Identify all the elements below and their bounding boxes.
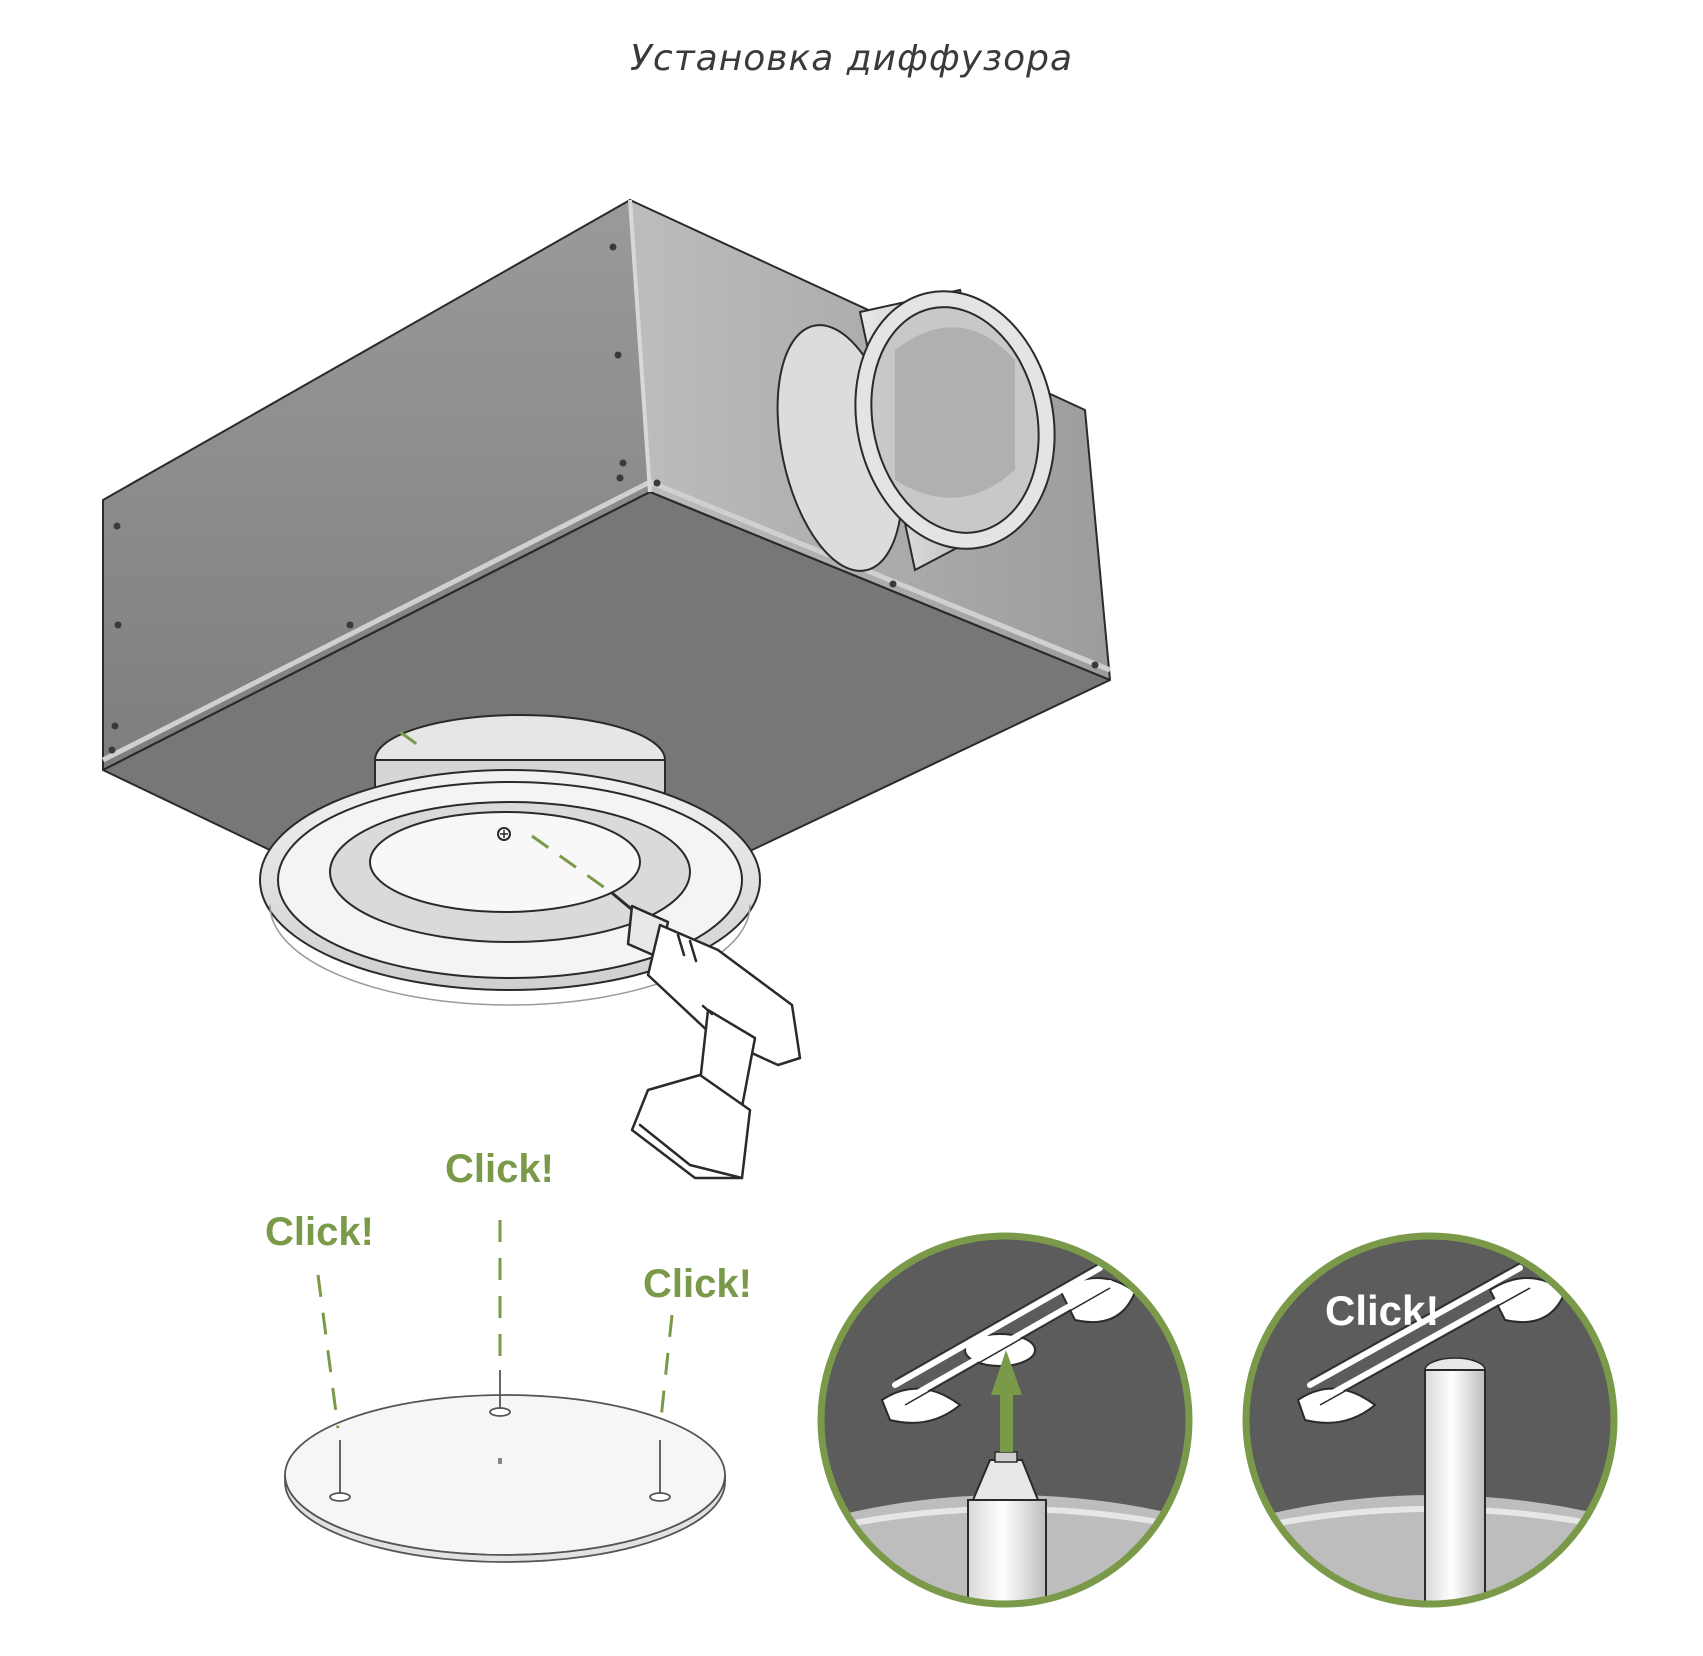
diffuser-plate: [284, 1370, 726, 1563]
detail-after-click: Click!: [1242, 1232, 1618, 1608]
page-title: Установка диффузора: [629, 38, 1074, 79]
click-label-detail: Click!: [1325, 1287, 1439, 1334]
rivets: [108, 243, 1099, 754]
click-guide-lines: [316, 1220, 674, 1429]
duct-spigot: [776, 288, 1056, 572]
arrow-up-icon: [991, 1350, 1022, 1452]
screw-guide-lines: [399, 730, 606, 890]
detail-before-click: [817, 1232, 1193, 1608]
click-label-left: Click!: [265, 1210, 374, 1254]
click-label-right: Click!: [643, 1262, 752, 1306]
click-label-center: Click!: [445, 1147, 554, 1191]
drill-icon: [610, 891, 802, 1180]
